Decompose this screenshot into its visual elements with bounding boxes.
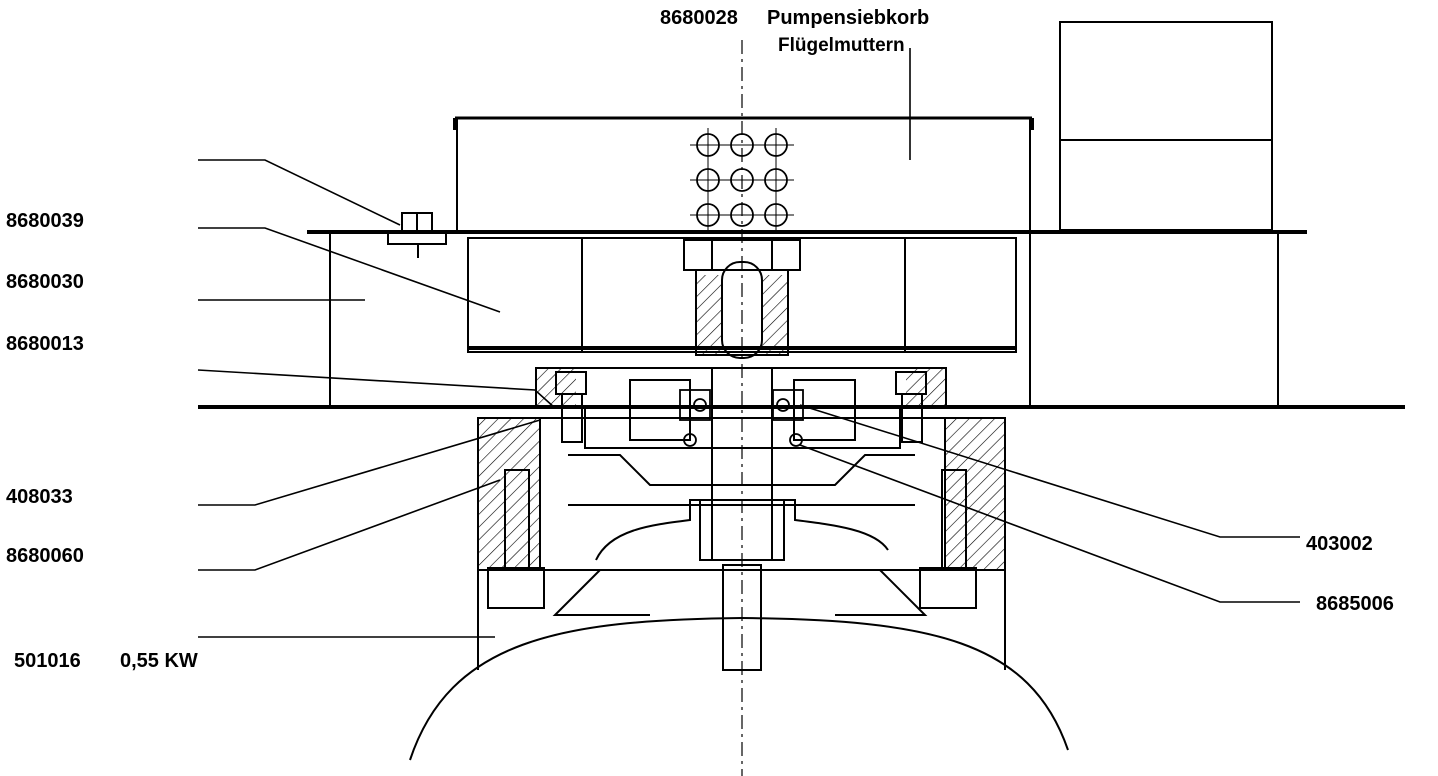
part-label-8680013: 8680013: [6, 333, 84, 355]
sieve-name-label: Pumpensiebkorb: [767, 7, 930, 29]
motor-power-label: 0,55 KW: [120, 650, 198, 672]
leader-lines: [197, 48, 1300, 638]
sieve-basket: [453, 116, 1034, 232]
motor-body: [409, 569, 1069, 761]
part-label-408033: 408033: [6, 486, 73, 508]
part-label-403002: 403002: [1306, 533, 1373, 555]
part-label-8680039: 8680039: [6, 210, 84, 232]
sieve-perforations: [690, 128, 794, 232]
hex-bolt: [387, 212, 447, 258]
part-label-8680030: 8680030: [6, 271, 84, 293]
flange-bolts: [487, 469, 977, 609]
part-label-8680060: 8680060: [6, 545, 84, 567]
wing-nuts-label: Flügelmuttern: [778, 35, 905, 56]
sieve-part-number: 8680028: [660, 7, 738, 29]
impeller: [467, 237, 1017, 353]
right-housing-box: [1059, 21, 1273, 231]
part-label-8685006: 8685006: [1316, 593, 1394, 615]
motor-shaft-end: [722, 564, 762, 671]
ball-bearings: [679, 389, 804, 447]
motor-part-number: 501016: [14, 650, 81, 672]
